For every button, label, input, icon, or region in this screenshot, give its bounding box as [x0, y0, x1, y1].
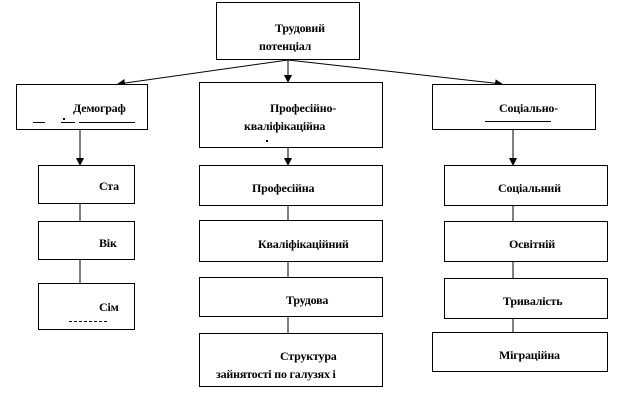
social-underline — [485, 121, 551, 122]
social-child-4: Міграційна — [432, 332, 608, 372]
social-child-1-label: Соціальний — [498, 181, 561, 195]
arrow-root-to-social — [287, 59, 503, 88]
social-child-1: Соціальний — [444, 165, 608, 206]
professional-title-dot — [266, 140, 268, 142]
social-child-2: Освітній — [444, 221, 608, 262]
professional-child-2: Кваліфікаційний — [199, 220, 383, 262]
social-child-2-label: Освітній — [509, 237, 555, 251]
demographic-child-3-underline — [69, 321, 107, 322]
professional-child-4: Структура зайнятості по галузях і — [199, 333, 383, 387]
professional-child-3: Трудова — [199, 277, 383, 317]
arrow-root-to-demographic — [117, 59, 289, 87]
demographic-underline-2 — [61, 122, 75, 123]
demographic-child-3: Сім — [38, 283, 135, 330]
demographic-child-3-label: Сім — [99, 300, 119, 314]
professional-child-1-label: Професійна — [252, 181, 315, 195]
social-child-3: Тривалість — [444, 278, 608, 319]
social-title: Соціально- — [499, 101, 559, 115]
demographic-underline-dot — [63, 118, 65, 120]
professional-child-4-line-1: Структура — [280, 349, 337, 363]
professional-child-1: Професійна — [199, 165, 383, 206]
demographic-title: Демограф — [73, 101, 126, 115]
demographic-child-2-label: Вік — [99, 236, 117, 250]
professional-box: Професійно- кваліфікаційна — [199, 82, 383, 148]
root-line-1: Трудовий — [275, 21, 325, 35]
social-box: Соціально- — [432, 84, 596, 130]
demographic-child-1-label: Ста — [99, 179, 119, 193]
professional-child-3-label: Трудова — [286, 293, 329, 307]
professional-title-line-2: кваліфікаційна — [244, 119, 326, 133]
professional-title-line-1: Професійно- — [270, 101, 337, 115]
demographic-underline-1 — [33, 122, 45, 123]
demographic-child-1: Ста — [38, 165, 135, 204]
professional-child-4-line-2: зайнятості по галузях і — [216, 367, 336, 381]
demographic-child-2: Вік — [38, 221, 135, 260]
social-child-4-label: Міграційна — [499, 348, 560, 362]
root-line-2: потенціал — [259, 39, 312, 53]
professional-child-2-label: Кваліфікаційний — [258, 237, 349, 251]
demographic-box: Демограф — [16, 84, 148, 130]
demographic-underline-3 — [79, 122, 135, 123]
root-box: Трудовий потенціал — [216, 2, 360, 60]
social-child-3-label: Тривалість — [503, 294, 563, 308]
